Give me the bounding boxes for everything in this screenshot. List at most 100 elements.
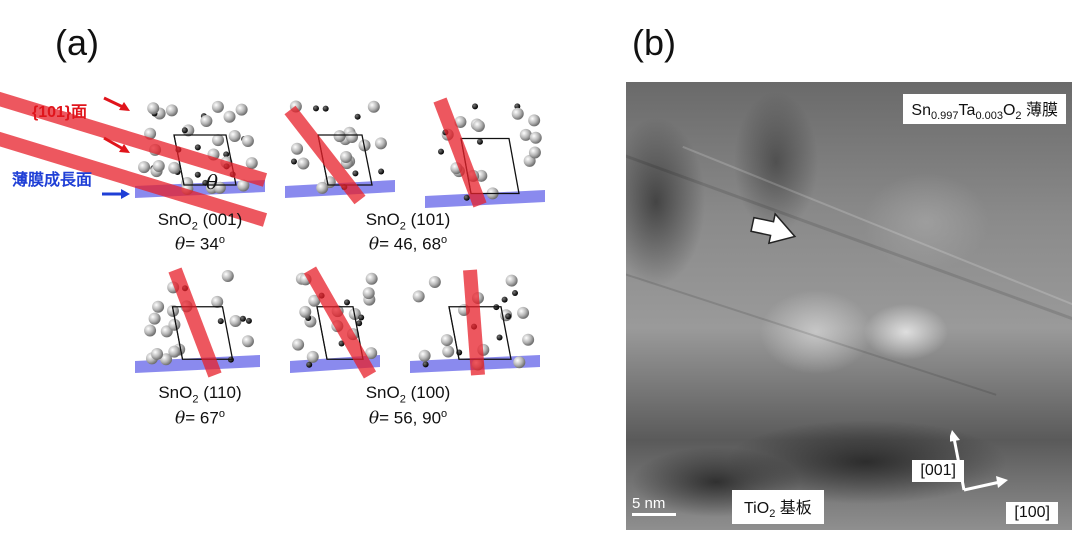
sn-atom: [308, 294, 321, 307]
sn-atom: [299, 305, 312, 318]
sn-atom: [306, 350, 319, 363]
sn-atom: [440, 334, 453, 347]
o-atom: [514, 103, 521, 110]
sn-atom: [212, 134, 225, 147]
sn-atom: [168, 345, 181, 358]
structure-110-theta: θ= 67o: [175, 408, 225, 429]
structure-110-cell: [135, 267, 260, 378]
o-atom: [338, 340, 345, 347]
structure-101-cell: [284, 100, 395, 205]
structure-100-theta: θ= 56, 90o: [368, 408, 448, 429]
sn-atom: [428, 275, 441, 288]
plane-101-stripe: [463, 269, 485, 376]
white-arrow-icon: [750, 212, 797, 245]
sn-atom: [297, 157, 310, 170]
sn-atom: [374, 137, 387, 150]
plane-101-label: {101}面: [32, 104, 88, 121]
sn-atom: [245, 157, 258, 170]
panel-a-label: (a): [55, 22, 99, 63]
plane-101-stripe: [433, 97, 487, 208]
o-atom: [239, 315, 246, 322]
o-atom: [181, 127, 188, 134]
o-atom: [245, 317, 252, 324]
sn-atom: [291, 142, 304, 155]
theta-angle-label: θ: [206, 170, 219, 194]
sn-atom: [333, 130, 346, 143]
tem-micrograph: Sn0.997Ta0.003O2 薄膜 TiO2 基板 [001] [100] …: [626, 82, 1072, 530]
sn-atom: [241, 134, 254, 147]
sn-atom: [138, 161, 151, 174]
structure-101-name: SnO2 (101): [365, 210, 451, 233]
sn-atom: [529, 131, 542, 144]
sn-atom: [168, 161, 181, 174]
sn-atom: [160, 353, 173, 366]
o-atom: [356, 320, 363, 327]
crystal-structures-figure: [0, 91, 545, 379]
sn-atom: [412, 290, 425, 303]
structure-100b-cell: [410, 269, 540, 376]
structure-101-theta: θ= 46, 68o: [368, 234, 448, 255]
direction-001-label: [001]: [912, 460, 964, 482]
plane-arrows: [102, 96, 130, 199]
sn-atom: [200, 114, 213, 127]
sn-atom: [517, 306, 530, 319]
o-atom: [343, 299, 350, 306]
o-atom: [358, 314, 365, 321]
o-atom: [194, 144, 201, 151]
sn-atom: [528, 146, 541, 159]
sn-atom: [144, 324, 157, 337]
sn-atom: [211, 295, 224, 308]
o-atom: [312, 105, 319, 112]
sn-atom: [367, 100, 380, 113]
o-atom: [290, 158, 297, 165]
sn-atom: [316, 181, 329, 194]
sn-atom: [365, 347, 378, 360]
o-atom: [496, 334, 503, 341]
o-atom: [472, 103, 479, 110]
o-atom: [501, 296, 508, 303]
sn-atom: [148, 312, 161, 325]
growth-plane-label: 薄膜成長面: [12, 172, 93, 189]
sn-atom: [228, 129, 241, 142]
structure-101b-cell: [425, 97, 545, 208]
o-atom: [378, 168, 385, 175]
sn-atom: [168, 318, 181, 331]
structure-001-theta: θ= 34o: [175, 234, 225, 255]
sn-atom: [292, 338, 305, 351]
sn-atom: [528, 114, 541, 127]
sn-atom: [442, 345, 455, 358]
plane-101-stripe: [168, 267, 222, 378]
sn-atom: [472, 119, 485, 132]
sn-atom: [152, 159, 165, 172]
o-atom: [476, 138, 483, 145]
o-atom: [354, 113, 361, 120]
o-atom: [223, 151, 230, 158]
substrate-label: TiO2 基板: [732, 489, 824, 524]
direction-100-label: [100]: [1006, 502, 1058, 524]
plane-101-stripe: [284, 105, 366, 205]
film-label: Sn0.997Ta0.003O2 薄膜: [903, 94, 1066, 125]
o-atom: [217, 318, 224, 325]
o-atom: [463, 194, 470, 201]
sn-atom: [454, 115, 467, 128]
sn-atom: [165, 104, 178, 117]
sn-atom: [519, 128, 532, 141]
sn-atom: [365, 272, 378, 285]
sn-atom: [522, 333, 535, 346]
o-atom: [438, 148, 445, 155]
sn-atom: [211, 100, 224, 113]
plane-101-stripe: [303, 266, 377, 379]
sn-atom: [241, 335, 254, 348]
plane-101-stripe: [0, 91, 268, 187]
sn-atom: [362, 287, 375, 300]
sn-atom: [229, 314, 242, 327]
plane-101-stripe: [0, 131, 268, 227]
sn-atom: [147, 102, 160, 115]
o-atom: [306, 361, 313, 368]
sn-atom: [511, 107, 524, 120]
sn-atom: [237, 179, 250, 192]
sn-atom: [221, 270, 234, 283]
sn-atom: [152, 300, 165, 313]
structure-001-name: SnO2 (001): [157, 210, 243, 233]
sn-atom: [513, 356, 526, 369]
